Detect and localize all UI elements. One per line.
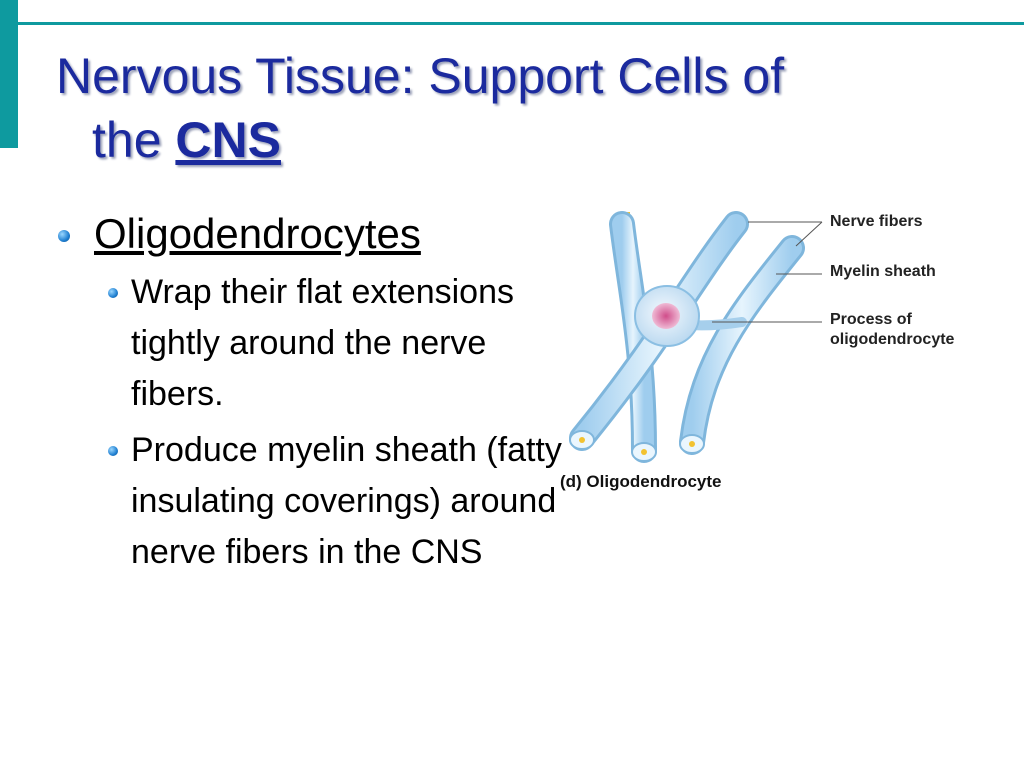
bullet-sub-1: Wrap their flat extensions tightly aroun… xyxy=(94,267,576,420)
title-line-2: the CNS xyxy=(56,108,956,172)
label-nerve-fibers: Nerve fibers xyxy=(830,213,923,230)
bullet-dot-icon xyxy=(108,288,118,298)
oligodendrocyte-illustration xyxy=(569,211,823,463)
title-emphasis-cns: CNS xyxy=(175,112,281,168)
label-myelin-sheath: Myelin sheath xyxy=(830,263,936,280)
top-rule xyxy=(18,22,1024,25)
bullet-main-text: Oligodendrocytes xyxy=(94,210,421,257)
bullet-sub-2: Produce myelin sheath (fatty insulating … xyxy=(94,425,576,578)
bullet-sub-2-text: Produce myelin sheath (fatty insulating … xyxy=(131,431,562,571)
bullet-dot-icon xyxy=(108,446,118,456)
cell-nucleus xyxy=(652,303,680,329)
bullet-sub-1-text: Wrap their flat extensions tightly aroun… xyxy=(131,273,514,413)
title-line-1: Nervous Tissue: Support Cells of xyxy=(56,48,785,104)
bullet-list: Oligodendrocytes Wrap their flat extensi… xyxy=(56,206,576,578)
bullet-dot-icon xyxy=(58,230,70,242)
bullet-main: Oligodendrocytes xyxy=(56,206,576,262)
oligodendrocyte-figure: Nerve fibers Myelin sheath Process of ol… xyxy=(552,200,1002,500)
figure-caption: (d) Oligodendrocyte xyxy=(560,472,722,491)
label-process-of-oligodendrocyte: Process of oligodendrocyte xyxy=(830,311,955,348)
slide-title: Nervous Tissue: Support Cells of the CNS xyxy=(56,44,956,172)
title-line-2-prefix: the xyxy=(92,112,176,168)
leader-line xyxy=(795,221,823,247)
accent-bar xyxy=(0,0,18,148)
